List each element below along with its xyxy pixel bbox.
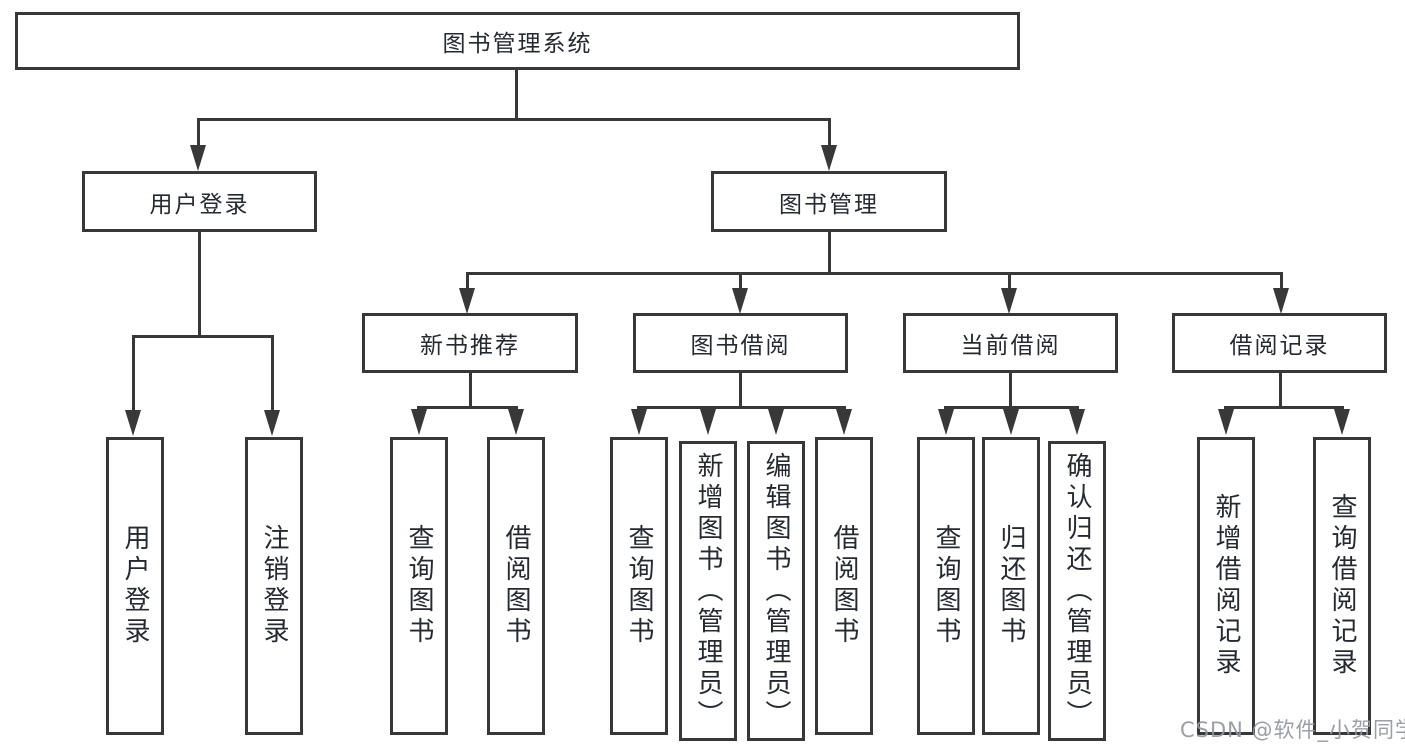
arrow-down-icon [508, 409, 524, 435]
leaf-edit-books-admin: 编辑图书（管理员） [747, 441, 805, 741]
arrow-down-icon [1273, 288, 1289, 314]
csdn-watermark: CSDN @软件_小贺同学 [1180, 718, 1405, 742]
leaf-query-borrowing-record: 查询借阅记录 [1313, 437, 1371, 735]
leaf-query-books-recommendation: 查询图书 [390, 437, 448, 735]
connector-line [739, 373, 742, 409]
arrow-down-icon [1069, 409, 1085, 435]
connector-line [417, 406, 518, 409]
leaf-user-login: 用户登录 [106, 437, 164, 735]
arrow-down-icon [459, 288, 475, 314]
connector-line [828, 118, 831, 148]
node-book-borrowing: 图书借阅 [633, 313, 848, 373]
node-library-management-system: 图书管理系统 [15, 12, 1020, 70]
leaf-query-books-borrowing: 查询图书 [610, 437, 668, 735]
arrow-down-icon [938, 409, 954, 435]
arrow-down-icon [1003, 409, 1019, 435]
leaf-logout: 注销登录 [245, 437, 303, 735]
arrow-down-icon [821, 145, 837, 171]
arrow-down-icon [700, 409, 716, 435]
connector-line [466, 272, 1283, 275]
connector-line [1224, 406, 1344, 409]
arrow-down-icon [768, 409, 784, 435]
leaf-return-books: 归还图书 [982, 437, 1040, 735]
connector-line [944, 406, 1079, 409]
node-current-borrowing: 当前借阅 [903, 313, 1118, 373]
connector-line [1279, 373, 1282, 409]
arrow-down-icon [631, 409, 647, 435]
connector-line [469, 373, 472, 409]
node-borrowing-records: 借阅记录 [1172, 313, 1387, 373]
node-book-management: 图书管理 [711, 171, 947, 232]
leaf-confirm-return-admin: 确认归还（管理员） [1048, 441, 1106, 741]
connector-line [828, 232, 831, 274]
connector-line [132, 335, 274, 338]
connector-line [466, 272, 469, 290]
connector-line [1009, 373, 1012, 409]
leaf-borrow-books-recommendation: 借阅图书 [487, 437, 545, 735]
arrow-down-icon [264, 410, 280, 436]
connector-line [198, 232, 201, 337]
leaf-query-books-current: 查询图书 [917, 437, 975, 735]
arrow-down-icon [1334, 409, 1350, 435]
arrow-down-icon [190, 145, 206, 171]
node-new-book-recommendation: 新书推荐 [362, 313, 578, 373]
connector-line [739, 272, 742, 290]
connector-line [197, 118, 200, 148]
leaf-borrow-books: 借阅图书 [815, 437, 873, 735]
arrow-down-icon [732, 288, 748, 314]
leaf-add-books-admin: 新增图书（管理员） [679, 441, 737, 741]
connector-line [271, 335, 274, 411]
node-user-login: 用户登录 [82, 171, 317, 232]
connector-line [132, 335, 135, 411]
arrow-down-icon [1001, 288, 1017, 314]
arrow-down-icon [836, 409, 852, 435]
connector-line [1008, 272, 1011, 290]
connector-line [198, 118, 831, 121]
arrow-down-icon [1218, 409, 1234, 435]
arrow-down-icon [411, 409, 427, 435]
connector-line [1280, 272, 1283, 290]
arrow-down-icon [125, 410, 141, 436]
connector-line [637, 406, 846, 409]
connector-line [515, 70, 518, 118]
leaf-add-borrowing-record: 新增借阅记录 [1197, 437, 1255, 735]
